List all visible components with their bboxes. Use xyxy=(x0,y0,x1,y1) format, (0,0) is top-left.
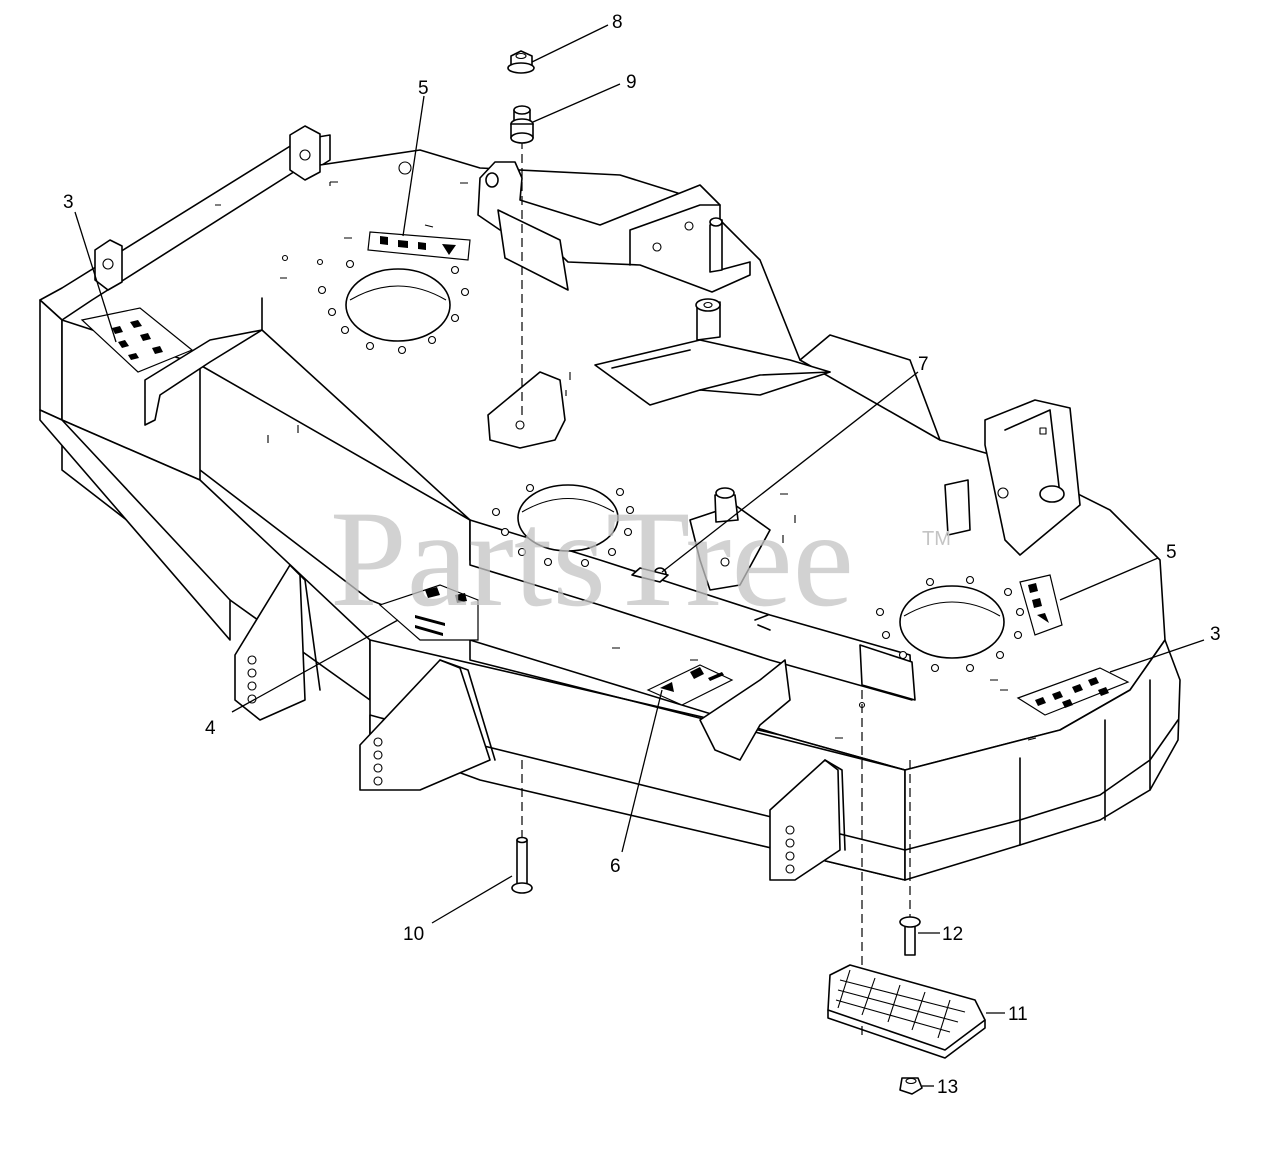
bolt-10 xyxy=(511,836,533,894)
callout-9: 9 xyxy=(626,72,637,93)
decal-4 xyxy=(378,584,479,641)
callout-4: 4 xyxy=(205,718,216,739)
deck-slots xyxy=(215,181,1037,741)
bolt-holes xyxy=(281,161,1025,673)
callout-labels: 3 5 8 9 7 5 3 4 6 10 12 11 13 xyxy=(63,12,1221,1098)
callout-5-right: 5 xyxy=(1166,542,1177,563)
side-rib xyxy=(858,644,916,709)
nut-13 xyxy=(899,1077,923,1095)
right-side-bracket xyxy=(944,399,1081,556)
decal-5-top xyxy=(367,231,471,261)
callout-12: 12 xyxy=(942,924,963,945)
callout-13: 13 xyxy=(937,1077,958,1098)
spindle-openings xyxy=(345,268,1005,659)
decal-3-right xyxy=(1016,667,1130,716)
left-hinge-brackets xyxy=(94,125,321,426)
callout-10: 10 xyxy=(403,924,424,945)
callout-3-right: 3 xyxy=(1210,624,1221,645)
callout-6: 6 xyxy=(610,856,621,877)
spacer-9 xyxy=(510,105,534,144)
callout-11: 11 xyxy=(1008,1004,1028,1025)
decal-5-right xyxy=(1019,574,1063,636)
callout-3-left: 3 xyxy=(63,192,74,213)
step-pad-11 xyxy=(827,964,986,1059)
rear-bracket xyxy=(477,161,751,293)
decal-3-left xyxy=(80,307,194,373)
idler-arms xyxy=(487,371,771,591)
carriage-bolt-12 xyxy=(899,916,921,956)
flange-nut-8 xyxy=(507,50,535,74)
watermark-trademark: TM xyxy=(922,528,951,550)
callout-5-top: 5 xyxy=(418,78,429,99)
pivot-tube xyxy=(695,298,721,341)
leader-lines xyxy=(74,24,1205,1087)
callout-7: 7 xyxy=(918,354,929,375)
discharge-cover xyxy=(594,339,831,406)
decal-6 xyxy=(646,664,734,706)
watermark-text: PartsTree xyxy=(330,482,854,635)
callout-8: 8 xyxy=(612,12,623,33)
